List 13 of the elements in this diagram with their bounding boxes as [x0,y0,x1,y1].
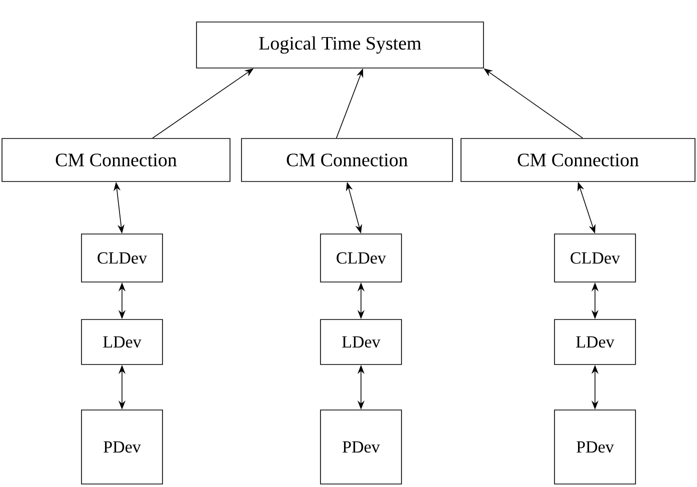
process-box: CM Connection [241,138,453,182]
process-box: PDev [320,410,402,484]
process-box: LDev [320,319,402,365]
process-box: PDev [81,410,163,484]
process-box: PDev [554,410,636,484]
process-box: LDev [554,319,636,365]
process-box: CLDev [81,234,163,282]
process-box: CLDev [320,234,402,282]
process-box: Logical Time System [196,22,484,68]
process-box: LDev [81,319,163,365]
process-box: CM Connection [460,138,696,182]
process-box: CM Connection [2,138,230,182]
process-box: CLDev [554,234,636,282]
